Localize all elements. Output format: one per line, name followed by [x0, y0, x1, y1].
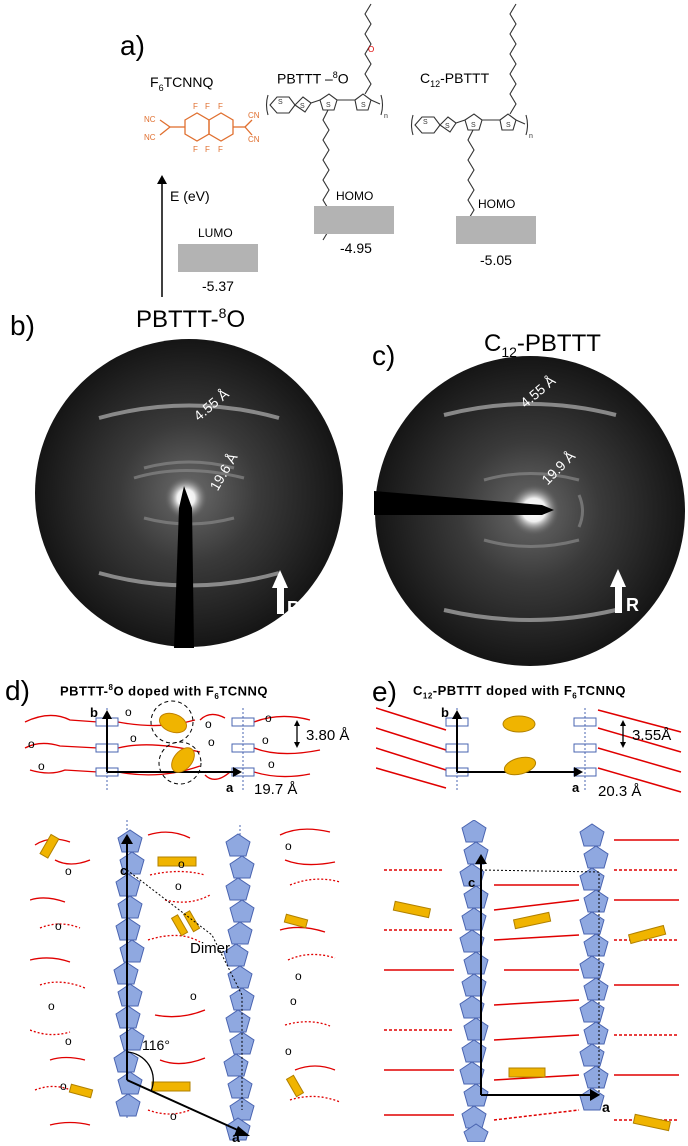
- axis-c-label: c: [120, 863, 127, 878]
- homo-bar-c12pbttt: [456, 216, 536, 244]
- panel-e-lattice-diagram: c a: [384, 820, 679, 1142]
- waxs-pattern-pbttt8o: 19.6 Å 4.55 Å R: [35, 339, 343, 648]
- lamellar-spacing: 19.7 Å: [254, 781, 297, 798]
- oxygen-atom-top: O: [368, 45, 374, 54]
- oxygen-label: o: [175, 879, 182, 893]
- direction-r-label: R: [626, 595, 639, 615]
- panel-d-lattice-diagram: o o o o o o o o o o o o o c a Dimer 116°: [30, 820, 341, 1142]
- energy-axis-arrow: [157, 175, 167, 297]
- oxygen-label: o: [262, 733, 269, 747]
- axis-b-label: b: [441, 705, 449, 720]
- lumo-value: -5.37: [202, 278, 234, 294]
- oxygen-label: o: [65, 1034, 72, 1048]
- atom-s: S: [471, 122, 476, 129]
- c12pbttt-title: C12-PBTTT: [420, 70, 490, 89]
- panel-c-label: c): [372, 340, 396, 371]
- panel-e-label: e): [372, 676, 397, 707]
- angle-label: 116°: [142, 1037, 170, 1053]
- atom-s: S: [300, 103, 305, 110]
- atom-f: F: [205, 102, 210, 111]
- waxs-pattern-c12pbttt: 19.9 Å 4.55 Å R: [374, 356, 685, 666]
- atom-cn-top: CN: [248, 111, 260, 120]
- oxygen-label: o: [170, 1109, 177, 1123]
- panel-e-caption: C12-PBTTT doped with F6TCNNQ: [413, 683, 626, 701]
- panel-b-label: b): [10, 310, 35, 341]
- atom-nc-top: NC: [144, 115, 156, 124]
- atom-f: F: [193, 145, 198, 154]
- axis-a-label: a: [602, 1099, 610, 1115]
- atom-f: F: [205, 145, 210, 154]
- oxygen-label: o: [48, 999, 55, 1013]
- lumo-bar: [178, 244, 258, 272]
- energy-axis-label: E (eV): [170, 188, 210, 204]
- oxygen-label: o: [285, 1044, 292, 1058]
- axis-c-label: c: [468, 875, 475, 890]
- homo-value-c12pbttt: -5.05: [480, 252, 512, 268]
- oxygen-label: o: [178, 857, 185, 871]
- oxygen-label: o: [208, 735, 215, 749]
- axis-b-label: b: [90, 705, 98, 720]
- panel-b-title: PBTTT-8O: [136, 305, 246, 333]
- oxygen-label: o: [285, 839, 292, 853]
- atom-n: n: [384, 113, 388, 120]
- atom-n: n: [529, 133, 533, 140]
- atom-nc-bottom: NC: [144, 133, 156, 142]
- oxygen-label: o: [205, 717, 212, 731]
- panel-d-label: d): [5, 675, 30, 706]
- oxygen-label: o: [55, 919, 62, 933]
- f6tcnnq-title: F6TCNNQ: [150, 74, 214, 93]
- homo-label-c12pbttt: HOMO: [478, 197, 516, 211]
- oxygen-label: o: [265, 711, 272, 725]
- atom-f: F: [193, 102, 198, 111]
- oxygen-label: o: [28, 737, 35, 751]
- axis-a-label: a: [232, 1129, 240, 1142]
- oxygen-label: o: [65, 864, 72, 878]
- axis-a-label: a: [226, 780, 234, 795]
- direction-r-label: R: [287, 598, 300, 618]
- homo-value-pbttt8o: -4.95: [340, 240, 372, 256]
- c12pbttt-structure: S S S S n: [410, 3, 533, 241]
- panel-a-label: a): [120, 30, 145, 61]
- axis-a-label: a: [572, 780, 580, 795]
- atom-f: F: [218, 102, 223, 111]
- atom-s: S: [361, 102, 366, 109]
- oxygen-label: o: [38, 759, 45, 773]
- oxygen-label: o: [295, 969, 302, 983]
- oxygen-label: o: [130, 731, 137, 745]
- stacking-spacing: 3.80 Å: [306, 727, 349, 744]
- oxygen-label: o: [268, 757, 275, 771]
- oxygen-label: o: [190, 989, 197, 1003]
- homo-bar-pbttt8o: [314, 206, 394, 234]
- pbttt8o-title: PBTTT –8O: [277, 70, 349, 87]
- atom-s: S: [423, 119, 428, 126]
- stacking-spacing: 3.55Å: [632, 727, 671, 744]
- homo-label-pbttt8o: HOMO: [336, 189, 374, 203]
- oxygen-label: o: [125, 705, 132, 719]
- atom-cn-bottom: CN: [248, 135, 260, 144]
- lamellar-spacing: 20.3 Å: [598, 783, 641, 800]
- oxygen-label: o: [290, 994, 297, 1008]
- panel-e-stacking-schematic: b a 3.55Å 20.3 Å: [376, 705, 682, 800]
- atom-s: S: [326, 102, 331, 109]
- atom-s: S: [278, 99, 283, 106]
- atom-s: S: [445, 123, 450, 130]
- panel-d-caption: PBTTT-8O doped with F6TCNNQ: [60, 683, 269, 701]
- oxygen-label: o: [60, 1079, 67, 1093]
- dimer-label: Dimer: [190, 940, 230, 957]
- atom-f: F: [218, 145, 223, 154]
- panel-c-title: C12-PBTTT: [484, 330, 601, 360]
- panel-d-stacking-schematic: o o o o o o o o o b a 3.80 Å 19.7 Å: [24, 700, 349, 798]
- atom-s: S: [506, 122, 511, 129]
- lumo-label: LUMO: [198, 226, 233, 240]
- f6tcnnq-structure: NC NC CN CN F F F F F F: [144, 102, 260, 154]
